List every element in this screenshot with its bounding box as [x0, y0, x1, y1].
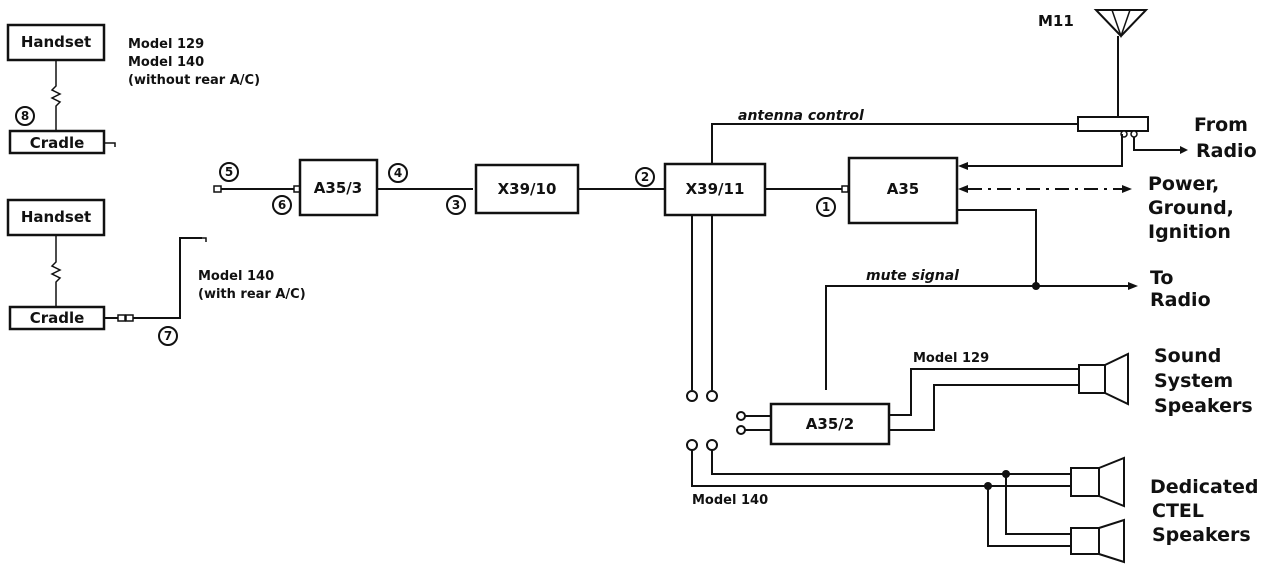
svg-text:X39/11: X39/11 — [686, 180, 745, 198]
connector-8: 8 — [15, 106, 35, 126]
svg-text:Model 140: Model 140 — [692, 493, 768, 508]
mute-signal-wire — [825, 285, 1128, 390]
svg-text:A35: A35 — [887, 180, 919, 198]
ctel-wire-a — [711, 450, 1070, 475]
svg-text:1: 1 — [822, 200, 830, 214]
svg-text:Speakers: Speakers — [1152, 524, 1251, 546]
ctel-wire-b — [691, 450, 1070, 487]
connector-7: 7 — [158, 326, 178, 346]
module-a35: A35 — [847, 156, 959, 225]
svg-text:4: 4 — [394, 166, 402, 180]
svg-text:Dedicated: Dedicated — [1150, 476, 1258, 498]
svg-text:System: System — [1154, 370, 1233, 392]
svg-text:Cradle: Cradle — [30, 134, 85, 152]
svg-text:Model 129: Model 129 — [128, 37, 204, 52]
connector-4: 4 — [388, 163, 408, 183]
svg-text:A35/2: A35/2 — [806, 415, 854, 433]
coil-cord-top — [50, 60, 62, 130]
svg-text:Radio: Radio — [1150, 289, 1211, 311]
bottom-models-note: Model 140 (with rear A/C) — [198, 269, 306, 302]
svg-text:To: To — [1150, 267, 1174, 289]
svg-text:5: 5 — [225, 165, 233, 179]
speaker-icon — [1070, 518, 1125, 564]
arrow-to-radio — [1128, 282, 1138, 290]
svg-text:A35/3: A35/3 — [314, 179, 362, 197]
svg-text:Radio: Radio — [1196, 140, 1257, 162]
module-a35-2: A35/2 — [769, 402, 891, 446]
svg-text:Sound: Sound — [1154, 345, 1221, 367]
svg-text:From: From — [1194, 114, 1248, 136]
svg-text:(with rear A/C): (with rear A/C) — [198, 287, 306, 302]
connector-x39-11: X39/11 — [663, 162, 767, 217]
to-radio-feed — [957, 209, 1037, 286]
antenna-control-wire — [711, 123, 1078, 164]
sound-wire-a — [889, 368, 1078, 416]
svg-text:Handset: Handset — [21, 208, 91, 226]
svg-text:2: 2 — [641, 170, 649, 184]
speaker-icon — [1078, 352, 1129, 406]
svg-text:(without rear A/C): (without rear A/C) — [128, 73, 260, 88]
connector-2: 2 — [635, 167, 655, 187]
handset-bottom: Handset — [6, 198, 106, 237]
connector-1: 1 — [816, 197, 836, 217]
svg-text:M11: M11 — [1038, 12, 1074, 30]
svg-text:antenna control: antenna control — [738, 108, 864, 124]
sound-wire-b — [889, 384, 1078, 431]
cradle-bottom: Cradle — [8, 305, 106, 331]
svg-text:Ignition: Ignition — [1148, 221, 1231, 243]
svg-text:Power,: Power, — [1148, 173, 1219, 195]
svg-text:mute signal: mute signal — [866, 268, 959, 284]
antenna-icon — [1093, 9, 1149, 38]
coil-cord-bottom — [50, 235, 62, 306]
svg-text:CTEL: CTEL — [1152, 500, 1204, 522]
svg-text:Model 129: Model 129 — [913, 351, 989, 366]
top-models-note: Model 129 Model 140 (without rear A/C) — [128, 37, 260, 88]
svg-text:Model 140: Model 140 — [128, 55, 204, 70]
handset-top: Handset — [6, 23, 106, 62]
connector-3: 3 — [446, 195, 466, 215]
svg-text:6: 6 — [278, 198, 286, 212]
connector-5: 5 — [219, 162, 239, 182]
svg-text:Handset: Handset — [21, 33, 91, 51]
svg-text:Speakers: Speakers — [1154, 395, 1253, 417]
svg-text:7: 7 — [164, 329, 172, 343]
antenna-amplifier — [1077, 116, 1149, 132]
svg-text:Ground,: Ground, — [1148, 197, 1234, 219]
module-a35-3: A35/3 — [298, 158, 379, 217]
svg-text:Model 140: Model 140 — [198, 269, 274, 284]
speaker-icon — [1070, 456, 1125, 508]
svg-text:8: 8 — [21, 109, 29, 123]
connector-x39-10: X39/10 — [474, 163, 580, 215]
from-radio-wire — [1133, 137, 1180, 151]
a35-antenna-feed — [968, 134, 1123, 167]
svg-text:X39/10: X39/10 — [498, 180, 557, 198]
arrow-from-radio — [1180, 146, 1188, 154]
cradle-top: Cradle — [8, 129, 106, 155]
connector-6: 6 — [272, 195, 292, 215]
svg-text:Cradle: Cradle — [30, 309, 85, 327]
cradle-top-stub — [104, 142, 116, 147]
svg-text:3: 3 — [452, 198, 460, 212]
model140-rear-ac-wire — [133, 237, 202, 319]
